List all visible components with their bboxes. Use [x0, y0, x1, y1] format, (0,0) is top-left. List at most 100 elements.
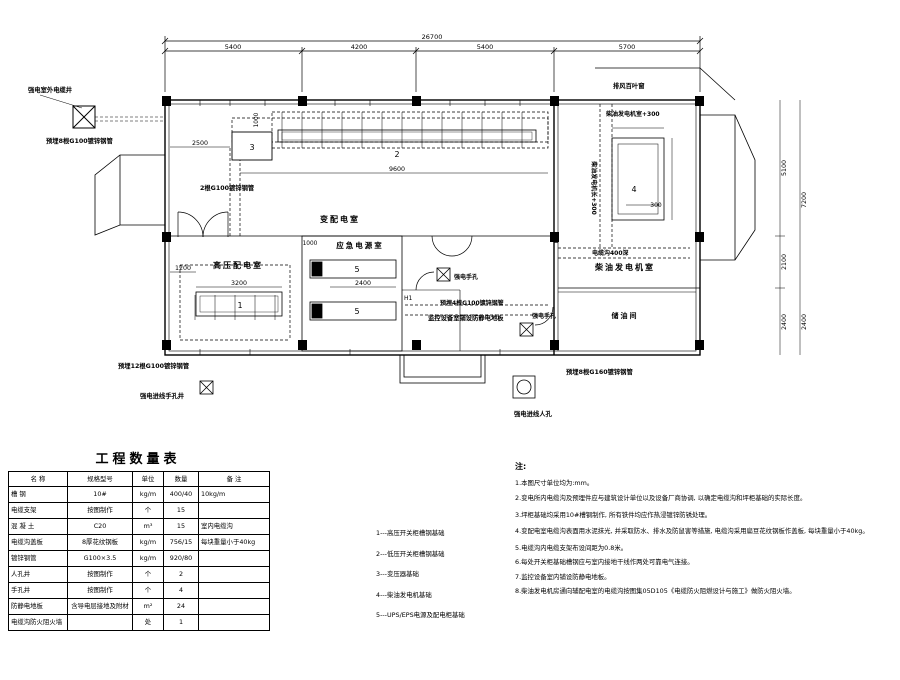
hand-hole-well-symbol [199, 380, 214, 395]
structural-columns [162, 96, 704, 350]
equipment-4-generator [611, 127, 673, 221]
label-gen-cable: 柴油发电机室+300 [605, 110, 660, 118]
table-cell: 15 [163, 518, 199, 535]
table-cell: 含导电层接地及附材 [67, 598, 133, 615]
equipment-3-label: 3 [249, 143, 254, 152]
dim-seg3: 5400 [477, 43, 494, 51]
equipment-4-label: 4 [631, 185, 636, 194]
notes-section: 注: 1.本图尺寸单位均为:mm。 2.变电所内电缆沟及预埋件应与建筑设计单位以… [515, 463, 900, 602]
label-trench: 电缆沟400深 [592, 249, 629, 257]
equipment-2-lv-cabinet [277, 129, 537, 143]
table-cell [198, 550, 270, 567]
legend-item: 2---低压开关柜槽钢基础 [376, 549, 445, 558]
equipment-2-label: 2 [394, 150, 399, 159]
table-cell: 920/80 [163, 550, 199, 567]
table-cell: 24 [163, 598, 199, 615]
table-cell [198, 614, 270, 631]
top-dimension-lines [161, 36, 704, 92]
note-item: 2.变电所内电缆沟及预埋件应与建筑设计单位以及设备厂商协调, 以确定电缆沟和坪柜… [515, 494, 807, 503]
notes-title: 注: [515, 462, 527, 471]
table-header-row: 名 称 规格型号 单位 数量 备 注 [8, 471, 270, 487]
bottom-steps [399, 354, 486, 384]
note-item: 5.电缆沟内电缆支架布设间距为0.8米。 [515, 543, 628, 552]
table-cell: 镀锌钢管 [8, 550, 68, 567]
dim-seg1: 5400 [225, 43, 242, 51]
table-cell: 个 [132, 566, 164, 583]
table-cell: 处 [132, 614, 164, 631]
building-walls [164, 99, 701, 356]
room-generator: 柴油发电机室 [594, 262, 655, 272]
equipment-1-hv-cabinet [195, 291, 283, 317]
equipment-3-transformer [231, 131, 273, 161]
table-cell: 室内电缆沟 [198, 518, 270, 535]
door-swings [177, 211, 554, 326]
table-cell [198, 582, 270, 599]
table-cell: 每块重量小于40kg [198, 534, 270, 551]
dim-5100: 5100 [781, 160, 788, 176]
room-oil: 储油间 [611, 311, 639, 320]
table-row: 电缆沟防火阻火墙 处 1 [8, 614, 270, 631]
dim-9600: 9600 [389, 166, 405, 173]
table-row: 电缆沟盖板 8厚花纹钢板 kg/m 756/15 每块重量小于40kg [8, 534, 270, 551]
room-transformer: 变配电室 [320, 214, 360, 224]
label-h1: H1 [404, 295, 413, 302]
header-cell: 单位 [132, 471, 164, 487]
table-cell: 人孔井 [8, 566, 68, 583]
table-row: 镀锌钢管 G100×3.5 kg/m 920/80 [8, 550, 270, 567]
legend-item: 3---变压器基础 [376, 570, 419, 578]
equipment-5a-label: 5 [354, 265, 359, 274]
table-cell: 756/15 [163, 534, 199, 551]
header-cell: 规格型号 [67, 471, 133, 487]
label-hand-hole: 强电手孔 [454, 273, 478, 281]
dim-seg2: 4200 [351, 43, 368, 51]
left-porch [94, 154, 165, 236]
label-pipe-mid: 2根G100镀锌钢管 [200, 183, 255, 192]
table-row: 手孔井 按图制作 个 4 [8, 582, 270, 599]
equipment-1-label: 1 [237, 301, 242, 310]
label-pipe-bottom: 预埋12根G100镀锌钢管 [118, 361, 190, 370]
dim-3200: 3200 [231, 280, 247, 287]
table-cell: 10# [67, 486, 133, 503]
dim-1000: 1000 [254, 112, 260, 127]
header-cell: 名 称 [8, 471, 68, 487]
table-cell: 1 [163, 614, 199, 631]
table-cell [198, 598, 270, 615]
table-row: 防静电地板 含导电层接地及附材 m² 24 [8, 598, 270, 615]
table-cell: 按图制作 [67, 502, 133, 519]
legend-item: 1---高压开关柜槽钢基础 [376, 529, 445, 537]
table-cell: 个 [132, 502, 164, 519]
floor-plan-drawing: 26700 5400 4200 5400 5700 [28, 33, 808, 418]
table-cell: 个 [132, 582, 164, 599]
table-cell: 15 [163, 502, 199, 519]
table-cell: C20 [67, 518, 133, 535]
dim-300: 300 [650, 202, 662, 209]
label-hand-well-bottom: 强电进线手孔井 [140, 391, 185, 400]
label-pipe-center: 预埋4根G100镀锌钢管 [440, 299, 504, 307]
quantity-table-title: 工程数量表 [95, 452, 181, 467]
table-cell: 手孔井 [8, 582, 68, 599]
label-gen-len: 柴油发电机长+300 [590, 160, 598, 215]
table-cell: 槽 钢 [8, 486, 68, 503]
note-item: 8.柴油发电机房通向辅配电室的电缆沟按图集05D105《电缆防火阻燃设计与施工》… [515, 587, 796, 596]
table-cell: 8厚花纹钢板 [67, 534, 133, 551]
table-cell: m² [132, 598, 164, 615]
dim-2100: 2100 [781, 254, 788, 270]
inner-hand-hole-symbol [436, 267, 534, 337]
header-cell: 数量 [163, 471, 199, 487]
right-louver [595, 67, 756, 261]
equipment-legend: 1---高压开关柜槽钢基础 2---低压开关柜槽钢基础 3---变压器基础 4-… [376, 530, 465, 633]
label-hand-hole-right: 强电手孔 [532, 312, 556, 320]
label-manhole: 强电进线人孔 [514, 409, 552, 418]
window-ticks [199, 100, 521, 355]
quantity-table: 名 称 规格型号 单位 数量 备 注 槽 钢 10# kg/m 400/40 1… [8, 471, 270, 631]
table-cell: G100×3.5 [67, 550, 133, 567]
table-cell: m³ [132, 518, 164, 535]
table-cell: 10kg/m [198, 486, 270, 503]
table-cell [198, 566, 270, 583]
label-pipe-top: 预埋8根G100镀锌钢管 [46, 136, 113, 145]
table-row: 人孔井 按图制作 个 2 [8, 566, 270, 583]
equipment-5-ups [309, 259, 397, 321]
table-cell: 电缆沟盖板 [8, 534, 68, 551]
dim-2400: 2400 [355, 280, 371, 287]
leader-outdoor-well [39, 94, 83, 109]
